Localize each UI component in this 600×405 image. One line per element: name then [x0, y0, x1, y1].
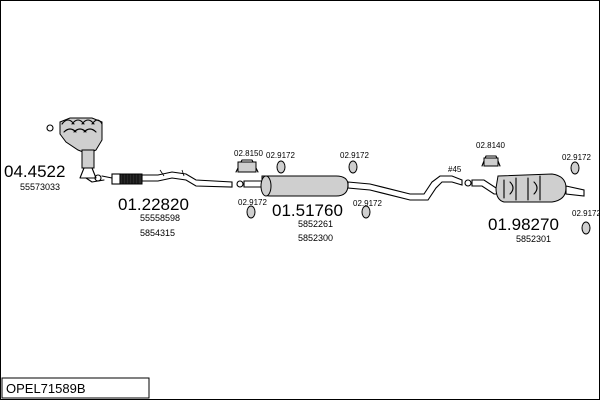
part-ref-label: 55573033: [20, 182, 60, 192]
accessory-label: 02.9172: [266, 151, 295, 160]
front-pipe-part[interactable]: [94, 169, 233, 188]
part-number-label: 01.98270: [488, 215, 559, 234]
part-ref-label: 5854315: [140, 228, 175, 238]
accessory-label: 02.8150: [234, 149, 263, 158]
part-number-label: 04.4522: [4, 162, 65, 181]
clamp-02-9172-f[interactable]: [581, 221, 591, 235]
manifold-part[interactable]: [46, 117, 105, 183]
hanger-02-8140[interactable]: [481, 155, 501, 167]
clamp-02-9172-e[interactable]: [570, 161, 580, 175]
code-box: [1, 377, 150, 399]
part-ref-label: 55558598: [140, 213, 180, 223]
accessory-label: 02.9172: [353, 199, 382, 208]
center-muffler-part[interactable]: [236, 175, 463, 201]
part-number-label: 01.22820: [118, 195, 189, 214]
part-number-label: 01.51760: [272, 201, 343, 220]
clamp-02-9172-a[interactable]: [276, 160, 286, 174]
diagram-code: OPEL71589B: [6, 381, 86, 396]
part-ref-label: 5852300: [298, 233, 333, 243]
rear-muffler-part[interactable]: [464, 173, 585, 203]
clamp-02-9172-c[interactable]: [348, 160, 358, 174]
hanger-02-8150[interactable]: [235, 159, 259, 173]
small-reference-label: #45: [448, 165, 462, 174]
accessory-label: 02.9172: [238, 198, 267, 207]
accessory-label: 02.9172: [340, 151, 369, 160]
accessory-label: 02.9172: [572, 209, 600, 218]
clamp-02-9172-d[interactable]: [361, 205, 371, 219]
clamp-02-9172-b[interactable]: [246, 205, 256, 219]
part-ref-label: 5852261: [298, 219, 333, 229]
accessory-label: 02.8140: [476, 141, 505, 150]
accessory-label: 02.9172: [562, 153, 591, 162]
part-ref-label: 5852301: [516, 234, 551, 244]
